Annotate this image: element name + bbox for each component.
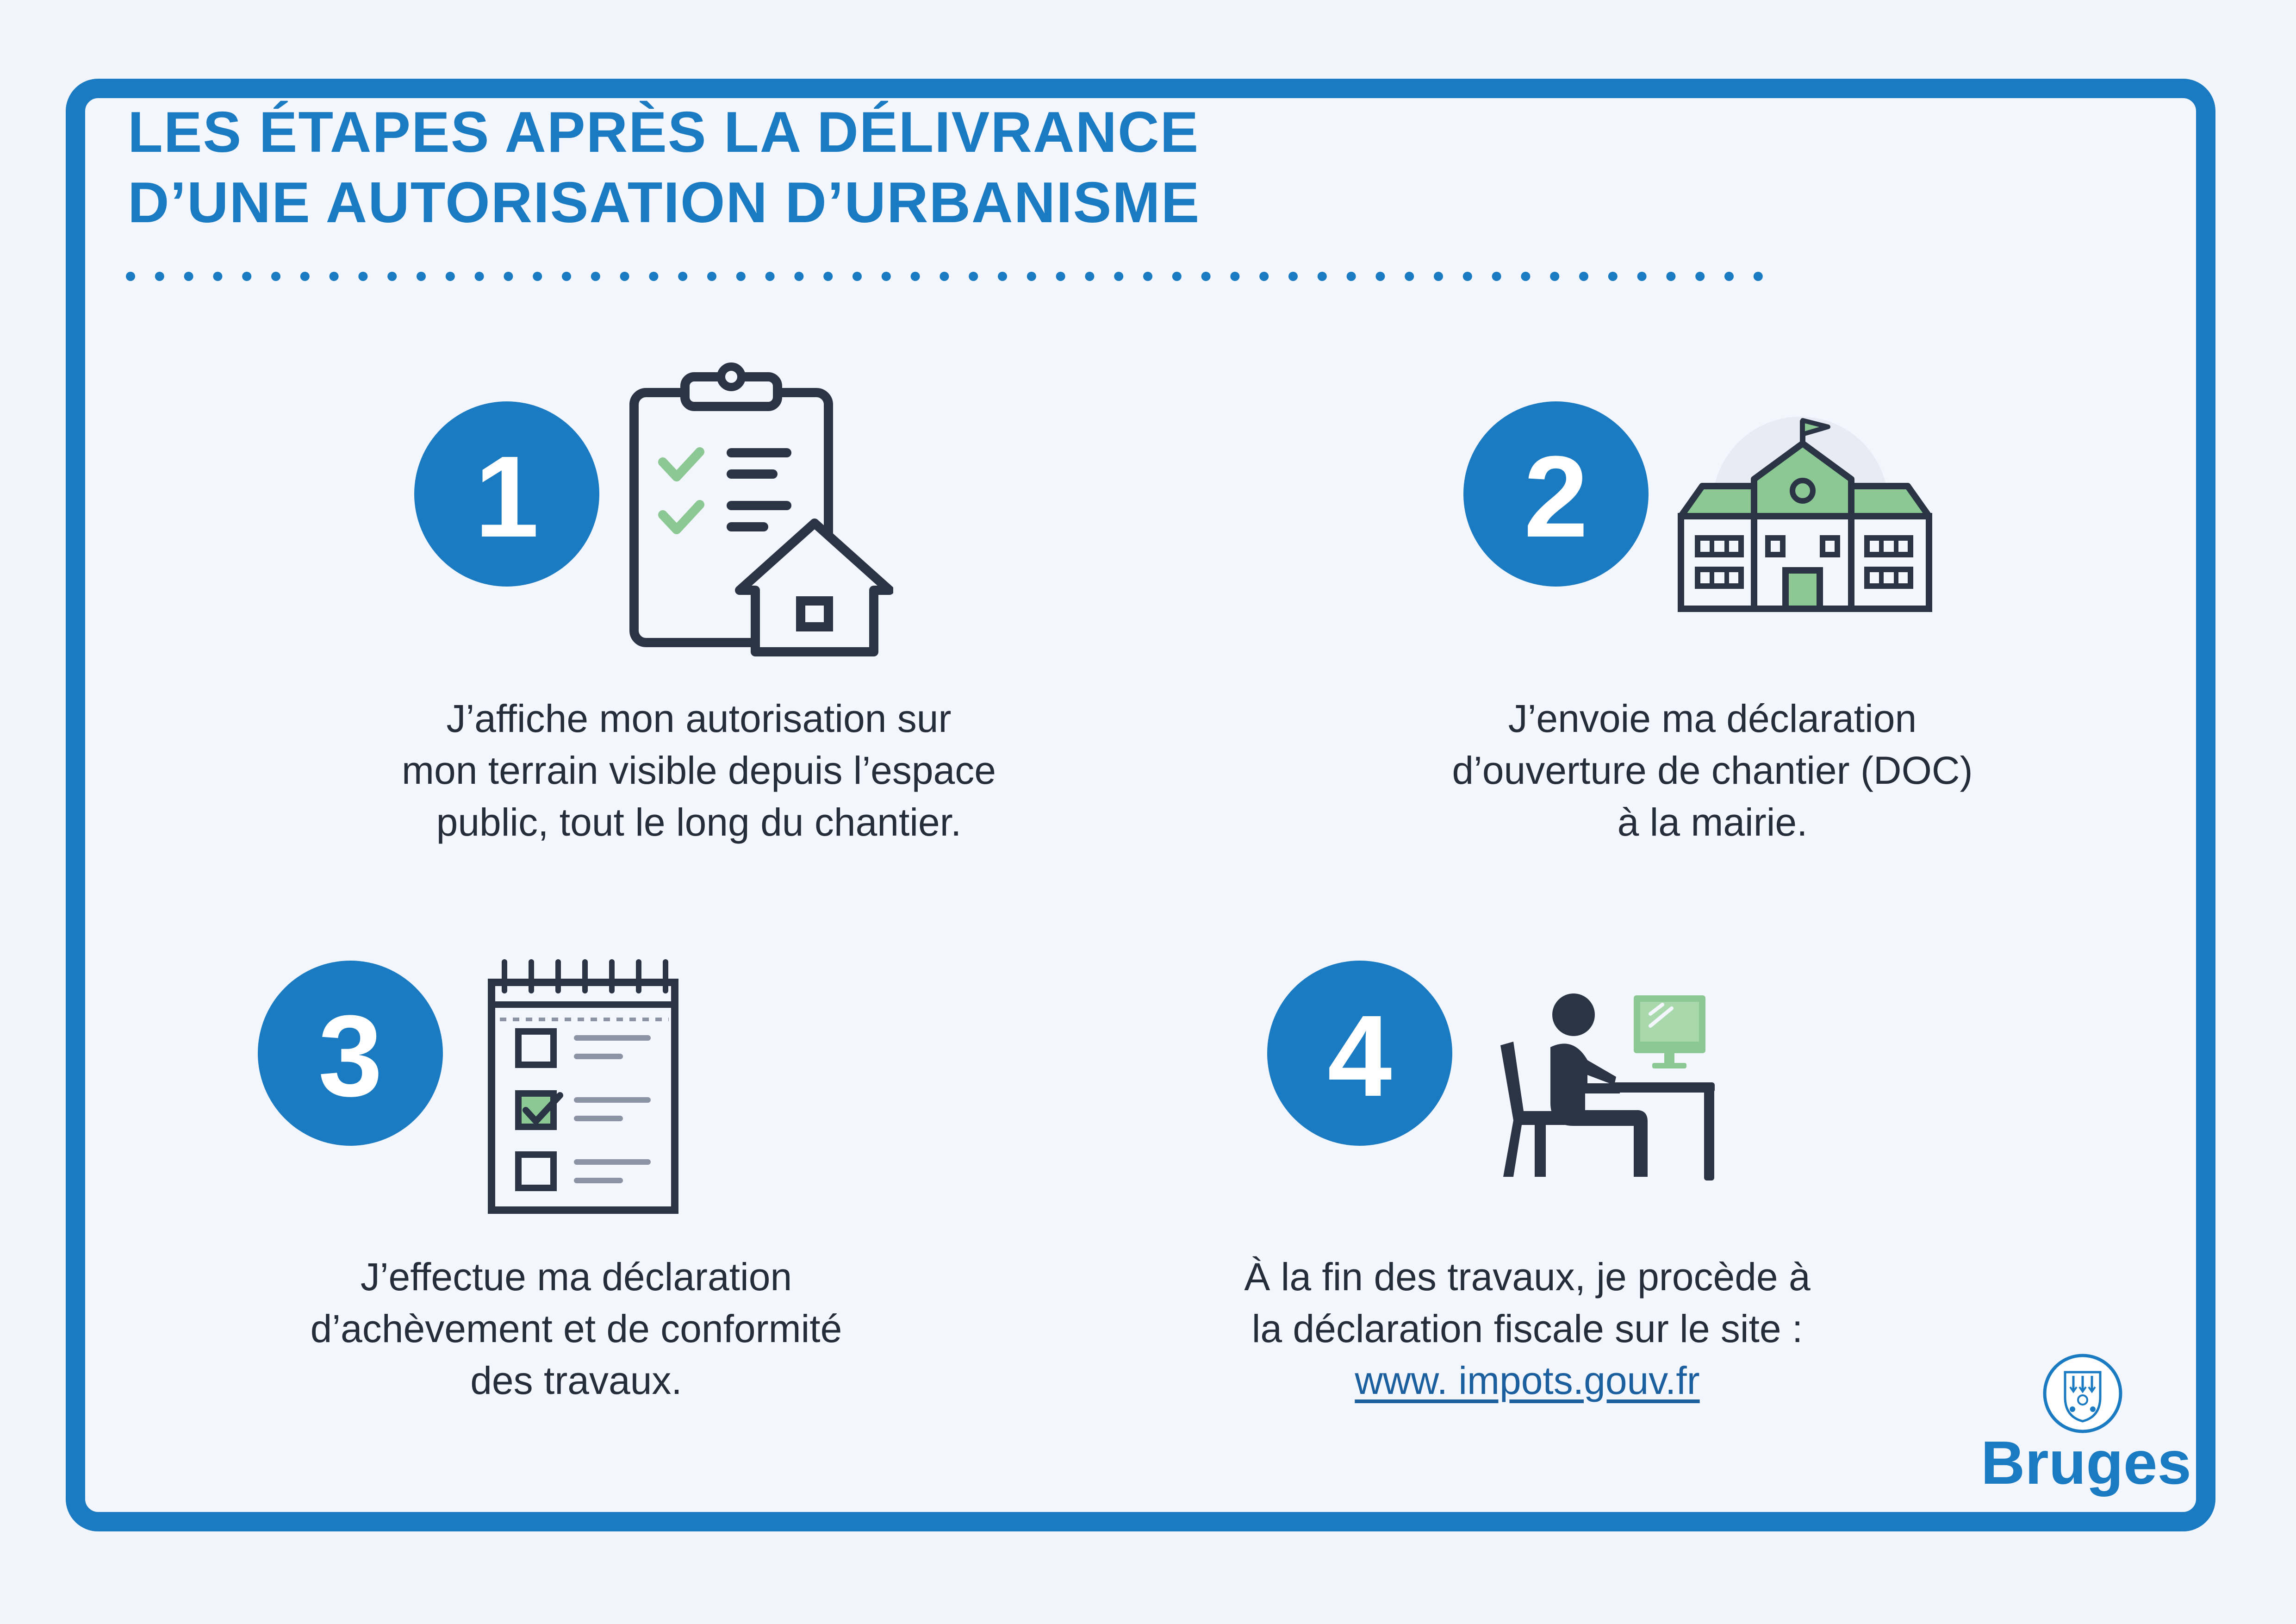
step-4-caption: À la fin des travaux, je procède à la dé… (1111, 1251, 1944, 1406)
divider-dot (300, 272, 310, 281)
divider-dot (881, 272, 891, 281)
divider-dot (910, 272, 920, 281)
divider-dot (1027, 272, 1036, 281)
divider-dot (1462, 272, 1472, 281)
divider-dot (1753, 272, 1763, 281)
divider-dot (417, 272, 426, 281)
step-3-badge: 3 (258, 961, 443, 1146)
divider-dot (823, 272, 833, 281)
title-line-1: LES ÉTAPES APRÈS LA DÉLIVRANCE (128, 100, 1200, 164)
step-2-line-2: d’ouverture de chantier (DOC) (1452, 749, 1973, 792)
divider-dot (126, 272, 135, 281)
divider-dot (678, 272, 688, 281)
step-2-badge: 2 (1463, 401, 1649, 587)
divider-dot (1085, 272, 1095, 281)
divider-dot (1143, 272, 1152, 281)
step-1-line-2: mon terrain visible depuis l’espace (402, 749, 996, 792)
divider-dot (329, 272, 339, 281)
step-4-line-1: À la fin des travaux, je procède à (1244, 1255, 1811, 1299)
clipboard-house-icon (629, 362, 893, 656)
dotted-divider (126, 272, 1763, 281)
title-line-2: D’UNE AUTORISATION D’URBANISME (128, 171, 1201, 235)
divider-dot (765, 272, 775, 281)
divider-dot (445, 272, 455, 281)
divider-dot (620, 272, 629, 281)
divider-dot (1288, 272, 1298, 281)
divider-dot (1056, 272, 1065, 281)
divider-dot (1346, 272, 1356, 281)
divider-dot (474, 272, 484, 281)
town-hall-icon (1678, 417, 1932, 612)
divider-dot (1724, 272, 1734, 281)
divider-dot (852, 272, 862, 281)
divider-dot (969, 272, 978, 281)
divider-dot (242, 272, 252, 281)
divider-dot (736, 272, 746, 281)
divider-dot (155, 272, 164, 281)
divider-dot (940, 272, 949, 281)
divider-dot (1172, 272, 1182, 281)
divider-dot (184, 272, 193, 281)
divider-dot (1637, 272, 1647, 281)
step-1-line-3: public, tout le long du chantier. (436, 800, 962, 844)
divider-dot (358, 272, 368, 281)
person-at-computer-icon (1500, 993, 1715, 1181)
bruges-logo: Bruges (1981, 1352, 2191, 1505)
divider-dot (1550, 272, 1560, 281)
step-3-line-3: des travaux. (470, 1359, 682, 1402)
checklist-notepad-icon (488, 959, 678, 1214)
divider-dot (533, 272, 542, 281)
page-title: LES ÉTAPES APRÈS LA DÉLIVRANCE D’UNE AUT… (128, 97, 1200, 238)
impots-link[interactable]: www. impots.gouv.fr (1355, 1359, 1700, 1402)
divider-dot (1405, 272, 1414, 281)
divider-dot (1521, 272, 1531, 281)
divider-dot (1201, 272, 1211, 281)
divider-dot (1492, 272, 1501, 281)
divider-dot (998, 272, 1007, 281)
divider-dot (1114, 272, 1124, 281)
main-frame (66, 79, 2215, 1531)
divider-dot (1608, 272, 1618, 281)
step-1-caption: J’affiche mon autorisation sur mon terra… (315, 693, 1083, 848)
divider-dot (271, 272, 280, 281)
divider-dot (591, 272, 600, 281)
divider-dot (1230, 272, 1240, 281)
bruges-crest-icon (2043, 1354, 2122, 1433)
divider-dot (213, 272, 223, 281)
divider-dot (562, 272, 571, 281)
divider-dot (649, 272, 659, 281)
logo-wordmark: Bruges (1981, 1429, 2191, 1497)
step-1-line-1: J’affiche mon autorisation sur (446, 697, 952, 740)
divider-dot (1434, 272, 1443, 281)
step-2-line-3: à la mairie. (1617, 800, 1808, 844)
divider-dot (707, 272, 716, 281)
step-1-badge: 1 (414, 401, 599, 587)
divider-dot (794, 272, 804, 281)
divider-dot (504, 272, 513, 281)
divider-dot (387, 272, 397, 281)
divider-dot (1259, 272, 1269, 281)
step-2-caption: J’envoie ma déclaration d’ouverture de c… (1342, 693, 2083, 848)
divider-dot (1579, 272, 1588, 281)
step-2-line-1: J’envoie ma déclaration (1508, 697, 1917, 740)
step-4-line-2: la déclaration fiscale sur le site : (1251, 1307, 1803, 1350)
divider-dot (1317, 272, 1327, 281)
step-4-badge: 4 (1267, 961, 1452, 1146)
step-3-line-2: d’achèvement et de conformité (310, 1307, 842, 1350)
divider-dot (1375, 272, 1385, 281)
divider-dot (1695, 272, 1705, 281)
step-3-caption: J’effectue ma déclaration d’achèvement e… (194, 1251, 958, 1406)
divider-dot (1666, 272, 1676, 281)
step-3-line-1: J’effectue ma déclaration (360, 1255, 792, 1299)
